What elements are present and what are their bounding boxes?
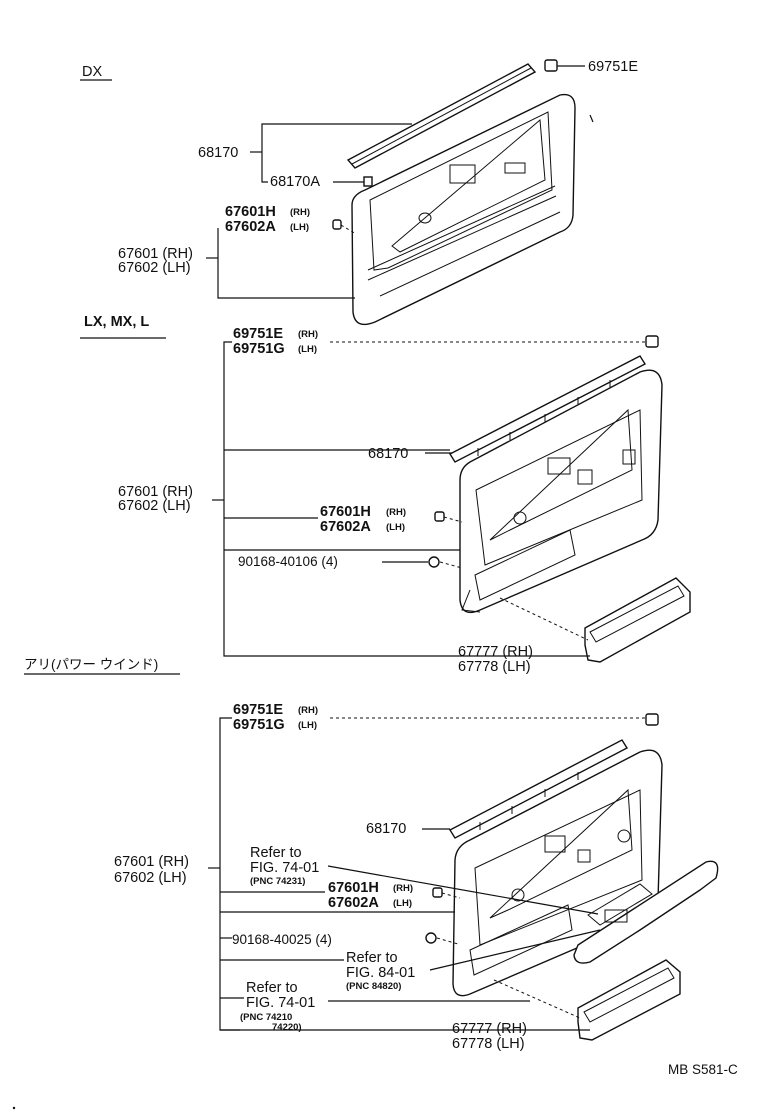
armrest-part — [573, 860, 719, 964]
side-rh: (RH) — [298, 329, 318, 340]
part-number-clip-lh: 69751G — [233, 341, 285, 357]
reference-1-pnc: (PNC 74231) — [250, 876, 305, 887]
clip-part — [645, 713, 659, 726]
part-number-board-rh: 67601 (RH) — [118, 484, 193, 500]
side-rh: (RH) — [290, 207, 310, 218]
part-number-pocket-rh: 67777 (RH) — [452, 1021, 527, 1037]
part-number-clip-rh: 69751E — [233, 326, 283, 342]
part-number-bolt: 90168-40025 (4) — [232, 932, 332, 947]
reference-2-line-1: Refer to — [346, 950, 398, 966]
part-number-clip: 69751E — [588, 59, 638, 75]
reference-2-line-2: FIG. 84-01 — [346, 965, 415, 981]
section-heading-lx: LX, MX, L — [84, 314, 149, 330]
reference-3-line-1: Refer to — [246, 980, 298, 996]
section-power-window: アリ(パワー ウインド) 69751E (RH) 69751G (LH) 681… — [24, 657, 719, 1052]
reference-2-pnc: (PNC 84820) — [346, 981, 401, 992]
reference-1-line-1: Refer to — [250, 845, 302, 861]
part-number-68170: 68170 — [198, 145, 238, 161]
section-heading-power-window: アリ(パワー ウインド) — [24, 657, 158, 672]
part-number-pocket-lh: 67778 (LH) — [452, 1036, 525, 1052]
part-number-board-lh: 67602 (LH) — [114, 870, 187, 886]
part-number-board-rh: 67601 (RH) — [114, 854, 189, 870]
figure-code: MB S581-C — [668, 1062, 738, 1077]
section-lx-mx-l: LX, MX, L 69751E (RH) 69751G (LH) 68170 — [80, 314, 691, 675]
side-lh: (LH) — [386, 522, 405, 533]
side-lh: (LH) — [290, 222, 309, 233]
bolt-part — [425, 932, 459, 945]
part-number-screw-lh: 67602A — [225, 219, 276, 235]
part-number-screw-rh: 67601H — [320, 504, 371, 520]
part-number-clip-lh: 69751G — [233, 717, 285, 733]
side-lh: (LH) — [298, 344, 317, 355]
reference-3-pnc-1: (PNC 74210 — [240, 1012, 292, 1023]
part-number-pocket-lh: 67778 (LH) — [458, 659, 531, 675]
door-pocket-part — [499, 577, 691, 663]
part-number-molding: 68170A — [270, 174, 320, 190]
part-number-bolt: 90168-40106 (4) — [238, 554, 338, 569]
part-number-weatherstrip: 68170 — [368, 446, 408, 462]
part-number-weatherstrip: 68170 — [366, 821, 406, 837]
reference-3-line-2: FIG. 74-01 — [246, 995, 315, 1011]
screw-part — [432, 887, 461, 899]
side-lh: (LH) — [298, 720, 317, 731]
door-trim-board-lx — [459, 369, 663, 614]
part-number-screw-rh: 67601H — [328, 880, 379, 896]
side-rh: (RH) — [393, 883, 413, 894]
clip-part — [645, 335, 659, 348]
door-trim-board-dx — [351, 93, 576, 326]
part-number-screw-lh: 67602A — [328, 895, 379, 911]
side-lh: (LH) — [393, 898, 412, 909]
part-number-clip-rh: 69751E — [233, 702, 283, 718]
reference-1-line-2: FIG. 74-01 — [250, 860, 319, 876]
screw-part — [332, 219, 357, 235]
section-dx: DX 69751E 68170 68170A 6760 — [80, 59, 638, 326]
section-heading-dx: DX — [82, 64, 102, 80]
door-trim-board-power — [452, 749, 663, 997]
reference-3-pnc-2: 74220) — [272, 1022, 302, 1033]
screw-part — [434, 511, 463, 523]
part-number-pocket-rh: 67777 (RH) — [458, 644, 533, 660]
part-number-screw-rh: 67601H — [225, 204, 276, 220]
part-number-board-lh: 67602 (LH) — [118, 498, 191, 514]
side-rh: (RH) — [298, 705, 318, 716]
part-number-board-rh: 67601 (RH) — [118, 246, 193, 262]
side-rh: (RH) — [386, 507, 406, 518]
bolt-part — [382, 556, 463, 569]
weatherstrip-part — [449, 739, 628, 839]
part-number-board-lh: 67602 (LH) — [118, 260, 191, 276]
clip-part — [544, 59, 585, 72]
weatherstrip-part — [449, 355, 646, 463]
part-number-screw-lh: 67602A — [320, 519, 371, 535]
door-pocket-part — [493, 959, 681, 1041]
